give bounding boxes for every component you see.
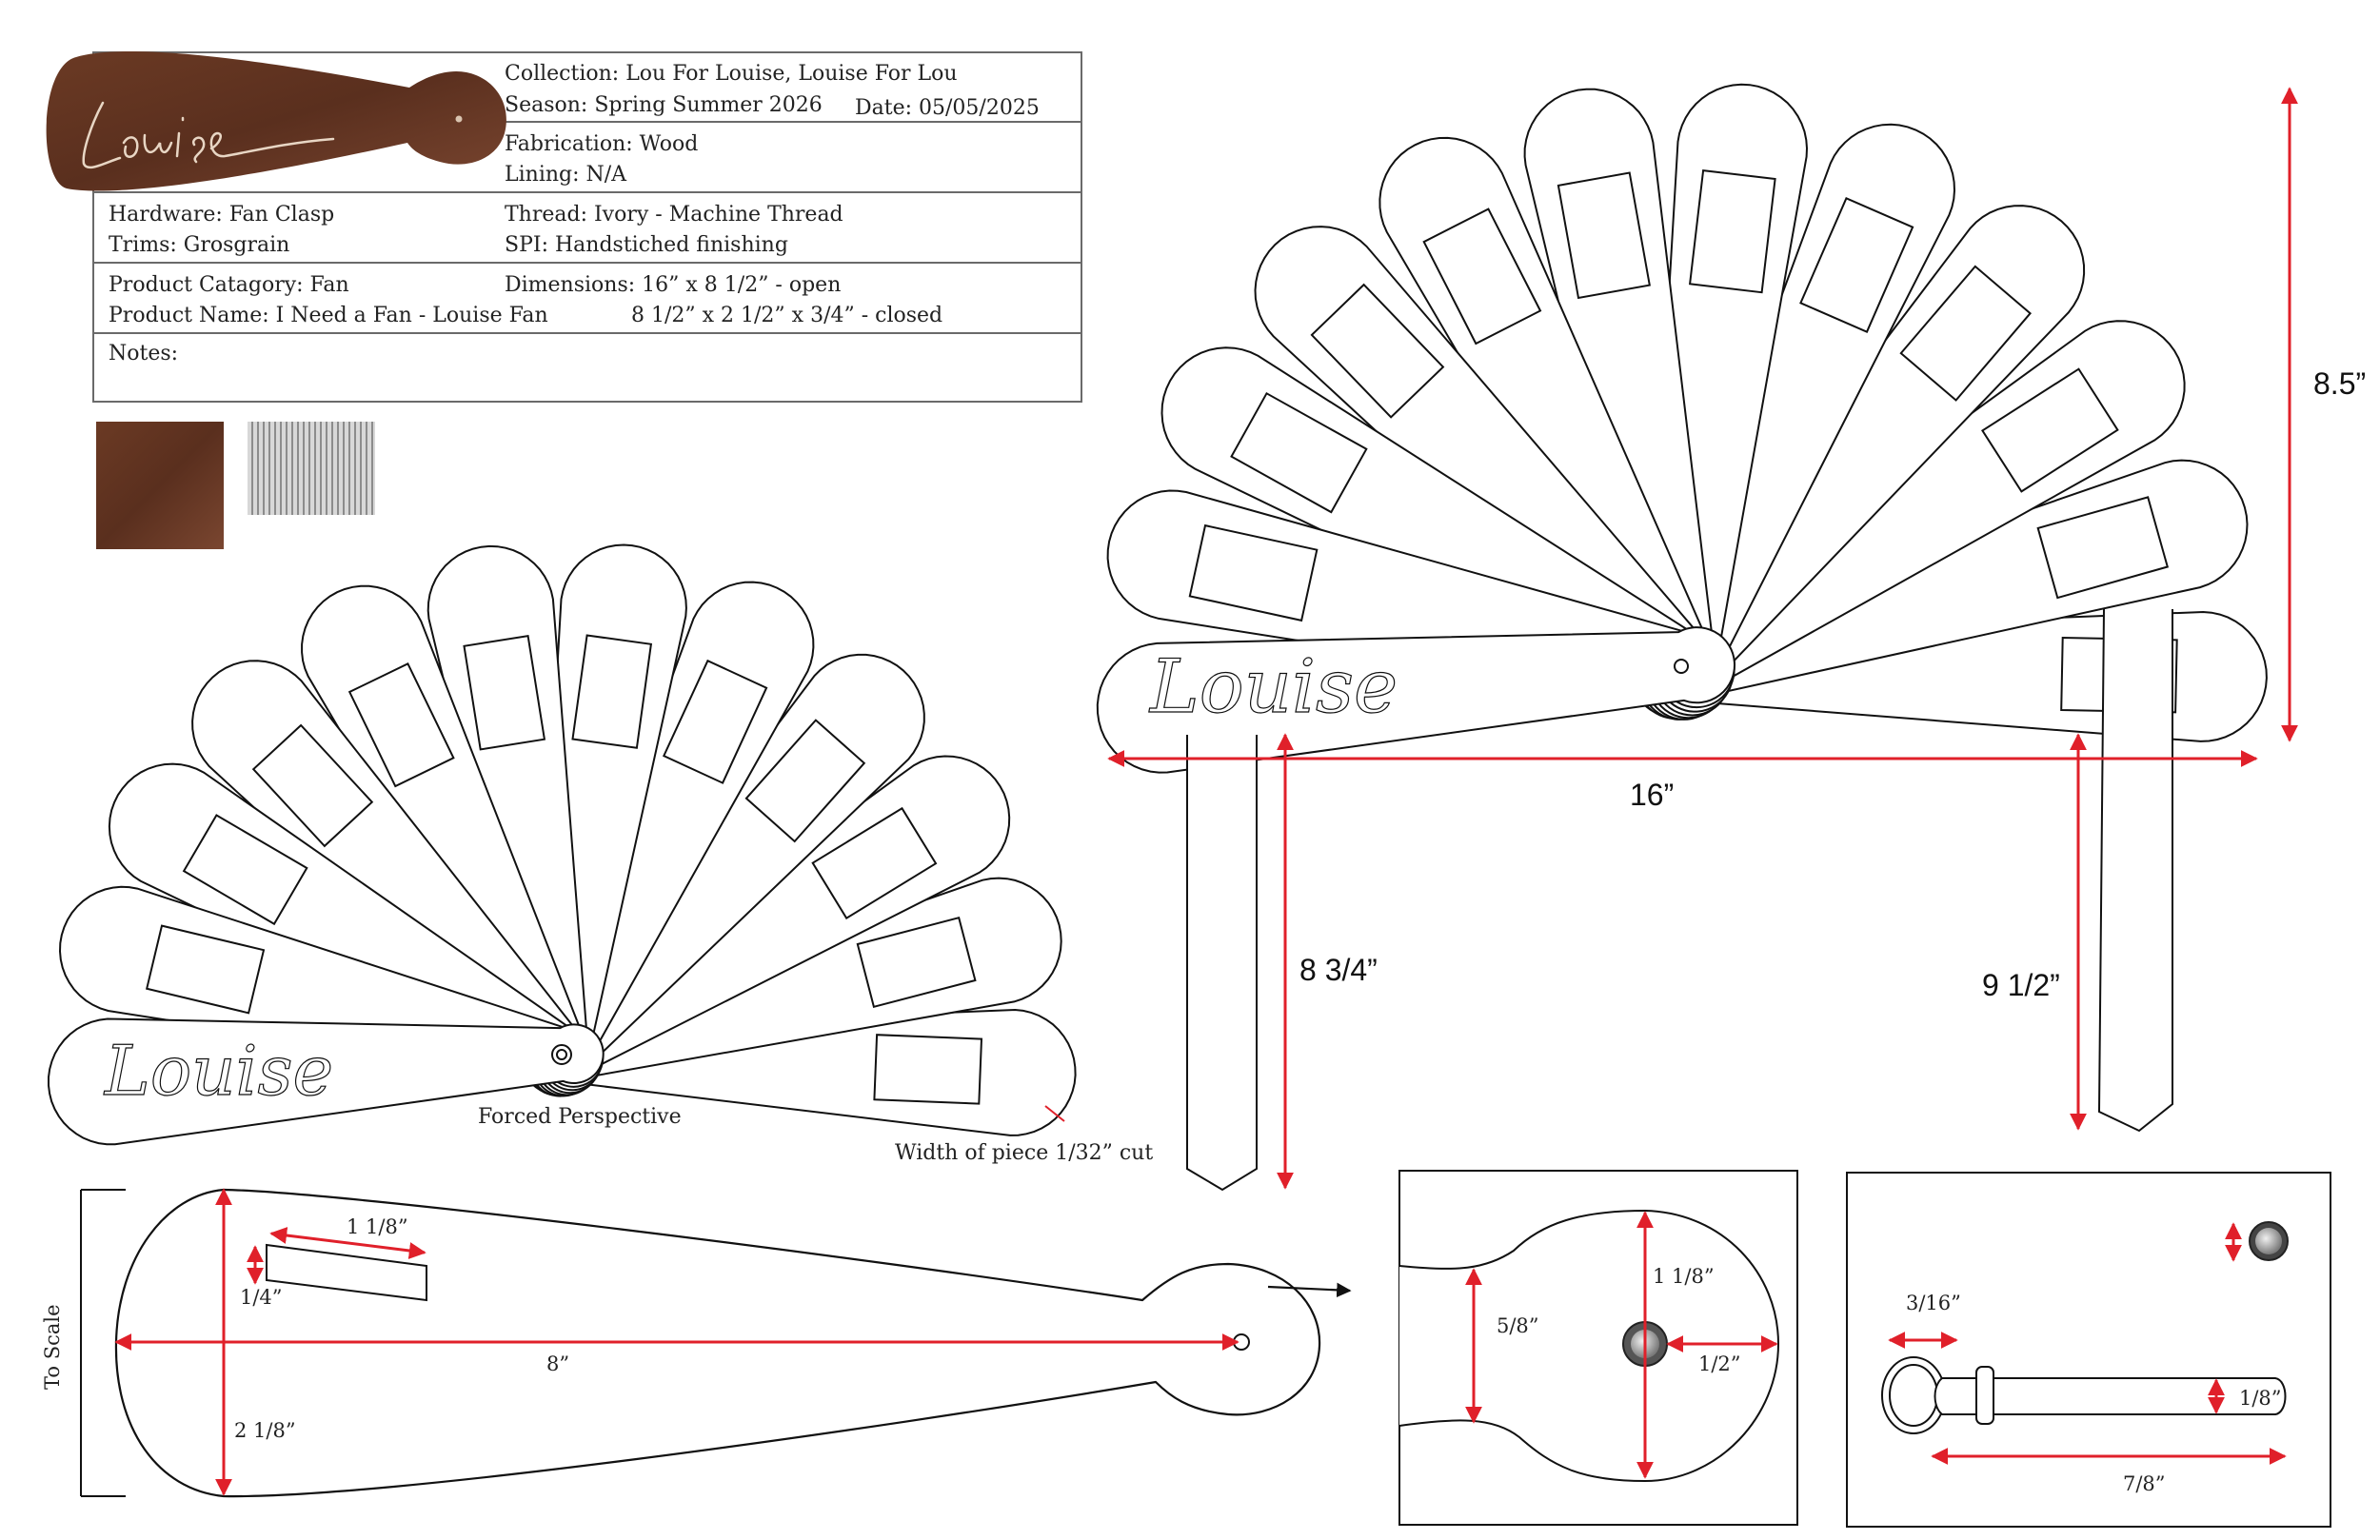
caption-forced-perspective: Forced Perspective — [478, 1105, 682, 1129]
spec-dimensions-open: Dimensions: 16” x 8 1/2” - open — [505, 273, 841, 297]
spec-collection: Collection: Lou For Louise, Louise For L… — [505, 62, 958, 86]
label-neck: 5/8” — [1497, 1314, 1539, 1337]
perspective-ribbon-slot — [856, 916, 977, 1009]
label-head-diameter: 1 1/8” — [1653, 1265, 1715, 1288]
perspective-ribbon-slot — [571, 634, 653, 749]
label-blade-length: 8” — [546, 1352, 569, 1375]
open-fan-ribbon-slot — [2036, 496, 2170, 600]
logo-blade — [46, 51, 506, 191]
wood-swatch — [96, 422, 224, 549]
perspective-ribbon-slot — [811, 806, 938, 920]
perspective-ribbon-slot — [251, 723, 374, 848]
spec-fabrication: Fabrication: Wood — [505, 132, 698, 156]
spec-product-name: Product Name: I Need a Fan - Louise Fan — [109, 304, 548, 327]
ribbon-tail-left — [1186, 735, 1258, 1192]
spec-spi: SPI: Handstiched finishing — [505, 233, 788, 257]
perspective-blade — [48, 1017, 605, 1146]
grosgrain-swatch — [248, 422, 375, 515]
perspective-ribbon-slot — [744, 719, 866, 843]
width-note-arrow — [1044, 1105, 1065, 1122]
spec-hardware: Hardware: Fan Clasp — [109, 203, 334, 227]
label-strap-length: 7/8” — [2123, 1472, 2166, 1495]
open-fan-ribbon-slot — [1688, 168, 1776, 294]
spec-notes: Notes: — [109, 342, 178, 365]
ribbon-tail-right — [2097, 608, 2173, 1133]
perspective-ribbon-slot — [145, 924, 266, 1015]
perspective-ribbon-slot — [347, 661, 455, 788]
open-fan-ribbon-slot — [1799, 196, 1914, 334]
spec-season: Season: Spring Summer 2026 — [505, 93, 823, 117]
spec-trims: Trims: Grosgrain — [109, 233, 289, 257]
open-fan-script: Louise — [1148, 644, 1398, 730]
spec-date: Date: 05/05/2025 — [855, 96, 1040, 120]
open-fan-ribbon-slot — [1981, 367, 2119, 493]
label-to-scale: To Scale — [41, 1304, 64, 1390]
open-fan-ribbon-slot — [1188, 523, 1319, 622]
label-slot-length: 1 1/8” — [347, 1215, 408, 1238]
label-slot-height: 1/4” — [240, 1286, 283, 1309]
perspective-ribbon-slot — [182, 814, 308, 926]
perspective-ribbon-slot — [463, 634, 546, 751]
label-ring: 3/16” — [1906, 1292, 1961, 1314]
note-width-of-piece: Width of piece 1/32” cut — [895, 1141, 1153, 1165]
open-fan-ribbon-slot — [1899, 265, 2033, 402]
blade-to-scale — [80, 1188, 1352, 1498]
label-blade-width: 2 1/8” — [234, 1419, 296, 1442]
forced-perspective-fan: Louise — [48, 543, 1077, 1146]
spec-category: Product Catagory: Fan — [109, 273, 349, 297]
spec-thread: Thread: Ivory - Machine Thread — [505, 203, 843, 227]
label-ribbon-left: 8 3/4” — [1299, 953, 1378, 987]
detail-clasp-box — [1846, 1172, 2331, 1528]
open-fan-ribbon-slot — [1557, 171, 1651, 300]
spec-table — [92, 51, 1082, 403]
label-hole-offset: 1/2” — [1698, 1352, 1741, 1375]
perspective-pivot-hole — [556, 1049, 567, 1060]
spec-lining: Lining: N/A — [505, 163, 627, 187]
label-width-16: 16” — [1630, 778, 1674, 812]
open-fan-ribbon-slot — [1422, 207, 1542, 346]
detail-head-box — [1398, 1170, 1798, 1526]
perspective-ribbon-slot — [873, 1034, 983, 1105]
label-ribbon-right: 9 1/2” — [1982, 968, 2060, 1002]
spec-dimensions-closed: 8 1/2” x 2 1/2” x 3/4” - closed — [631, 304, 942, 327]
perspective-ribbon-slot — [662, 659, 768, 784]
open-fan-ribbon-slot — [1230, 391, 1368, 514]
open-fan-diagram: Louise — [1096, 83, 2268, 774]
label-strap-height: 1/8” — [2239, 1387, 2282, 1410]
label-height-8-5: 8.5” — [2313, 366, 2366, 401]
open-fan-ribbon-slot — [1310, 283, 1445, 419]
perspective-script: Louise — [103, 1031, 333, 1111]
open-fan-pivot — [1674, 659, 1689, 674]
